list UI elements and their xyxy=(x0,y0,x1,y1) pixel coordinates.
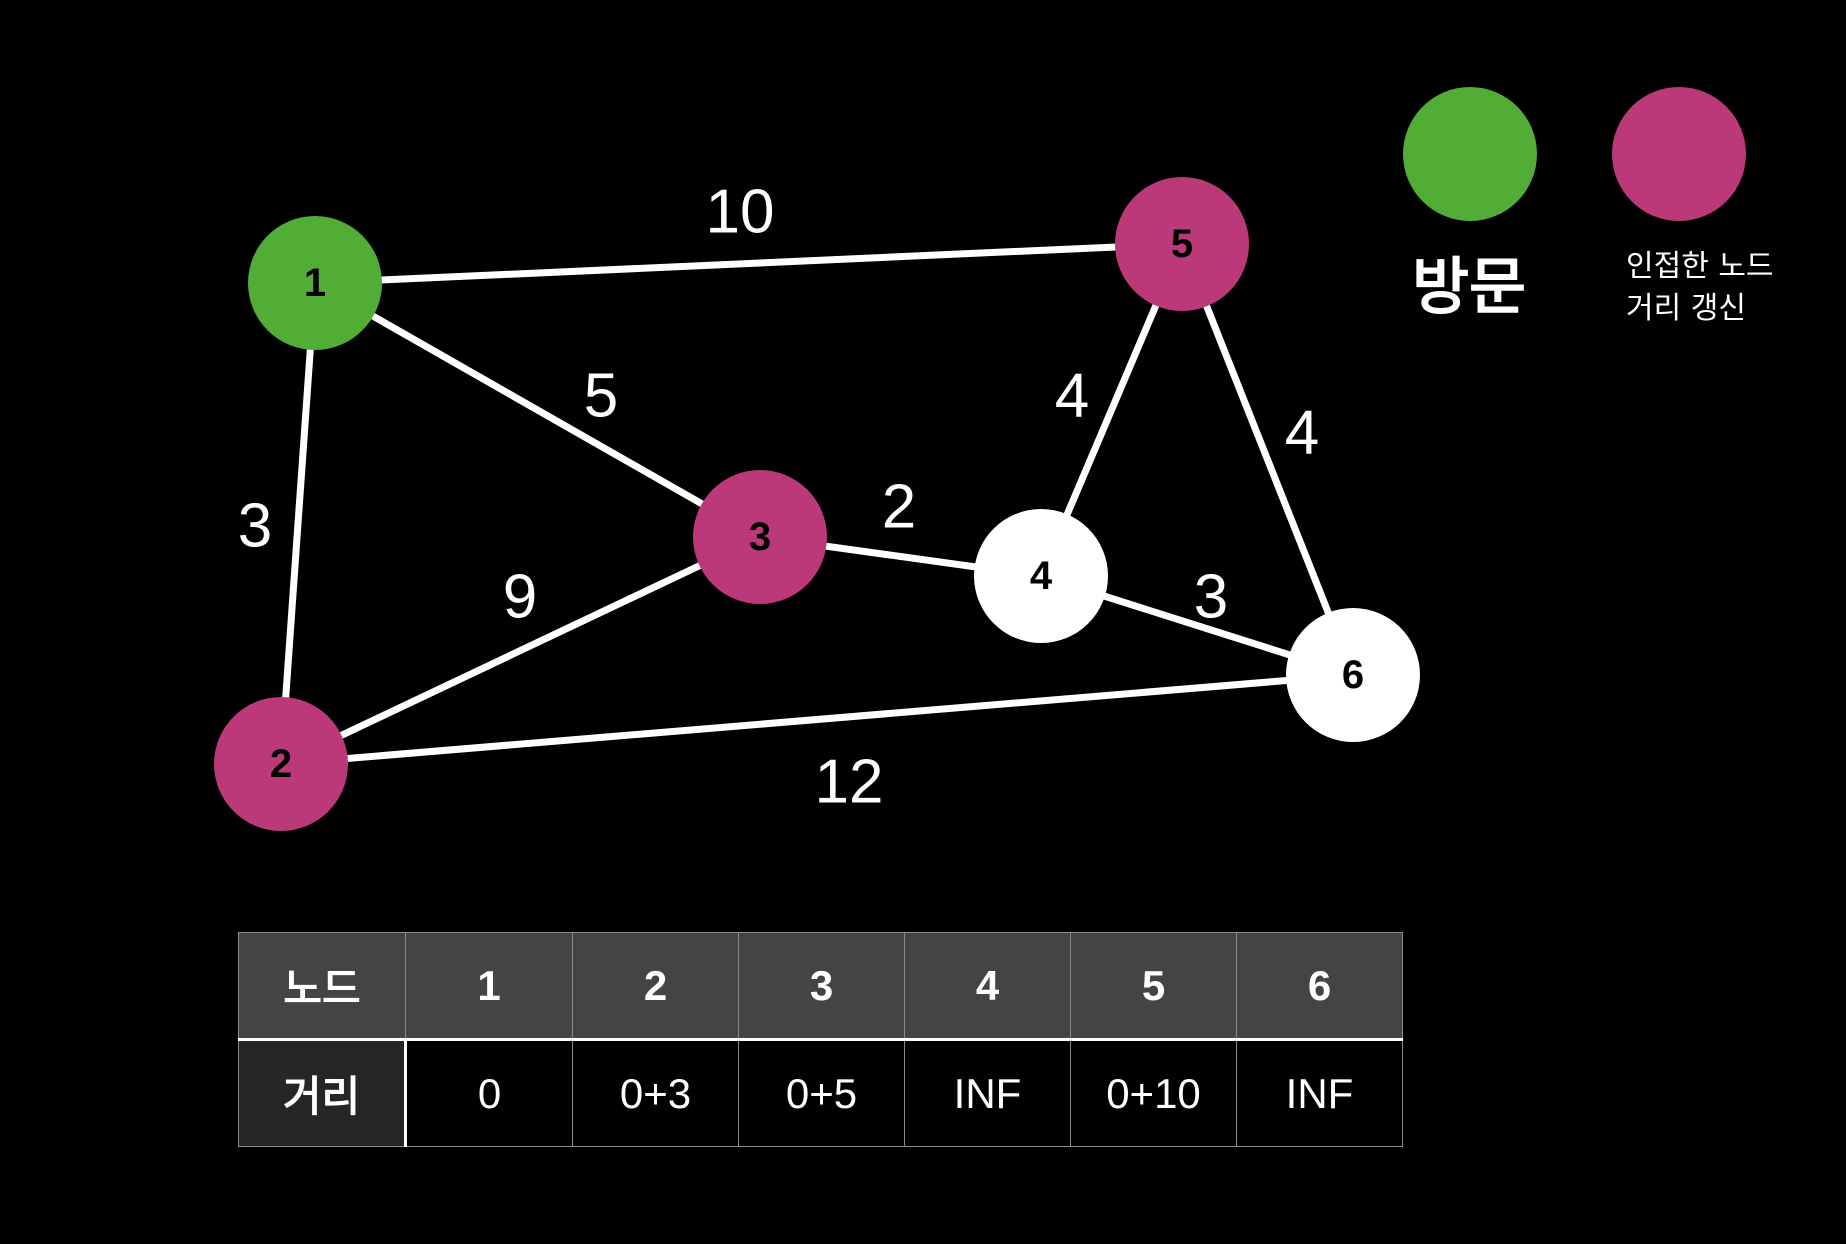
node-circle xyxy=(1286,608,1420,742)
node-4: 4 xyxy=(974,509,1108,643)
edge-weight-1-2: 3 xyxy=(238,492,272,561)
table-node-cell: 6 xyxy=(1236,932,1403,1041)
table-distance-cell: 0+3 xyxy=(572,1039,739,1147)
edge-weight-3-4: 2 xyxy=(882,473,916,542)
node-circle xyxy=(1115,177,1249,311)
edge-2-3 xyxy=(279,533,762,768)
edge-weight-2-3: 9 xyxy=(503,563,537,632)
legend xyxy=(1403,87,1746,221)
edge-1-5 xyxy=(314,240,1183,287)
table-distance-cell: INF xyxy=(904,1039,1071,1147)
edge-2-6 xyxy=(280,671,1354,768)
node-2: 2 xyxy=(214,697,348,831)
node-label: 4 xyxy=(1030,554,1053,598)
node-label: 2 xyxy=(270,742,292,786)
legend-updated-swatch xyxy=(1612,87,1746,221)
node-label: 1 xyxy=(304,261,326,305)
table-node-cell: 3 xyxy=(738,932,905,1041)
table-row-label: 거리 xyxy=(238,1039,407,1147)
edge-weight-2-6: 12 xyxy=(815,748,884,817)
edge-weight-1-5: 10 xyxy=(706,178,775,247)
table-node-cell: 2 xyxy=(572,932,739,1041)
table-node-cell: 4 xyxy=(904,932,1071,1041)
edge-weight-5-6: 4 xyxy=(1285,399,1319,468)
node-circle xyxy=(974,509,1108,643)
legend-updated-label: 인접한 노드 거리 갱신 xyxy=(1626,246,1774,330)
table-distance-cell: 0 xyxy=(405,1039,573,1147)
distance-table: 노드 1 2 3 4 5 6 거리 0 0+3 0+5 INF 0+10 INF xyxy=(238,932,1403,1147)
legend-visited-label: 방문 xyxy=(1412,250,1527,323)
node-5: 5 xyxy=(1115,177,1249,311)
node-circle xyxy=(693,470,827,604)
edge-weight-5-4: 4 xyxy=(1055,362,1089,431)
legend-updated-line-1: 인접한 노드 xyxy=(1626,249,1774,284)
table-distance-cell: 0+10 xyxy=(1070,1039,1237,1147)
table-header-label: 노드 xyxy=(238,932,406,1041)
legend-updated-line-2: 거리 갱신 xyxy=(1626,291,1746,326)
node-label: 6 xyxy=(1342,653,1364,697)
edge-weight-1-3: 5 xyxy=(584,362,618,431)
edge-5-6 xyxy=(1178,242,1357,677)
table-distance-cell: 0+5 xyxy=(738,1039,905,1147)
node-label: 5 xyxy=(1171,222,1193,266)
table-distance-row: 거리 0 0+3 0+5 INF 0+10 INF xyxy=(238,1039,1403,1147)
edge-1-2 xyxy=(277,282,319,765)
legend-visited-swatch xyxy=(1403,87,1537,221)
table-node-cell: 1 xyxy=(405,932,573,1041)
node-circle xyxy=(214,697,348,831)
node-1: 1 xyxy=(248,216,382,350)
node-label: 3 xyxy=(749,515,771,559)
node-3: 3 xyxy=(693,470,827,604)
node-circle xyxy=(248,216,382,350)
table-distance-cell: INF xyxy=(1236,1039,1403,1147)
table-header-row: 노드 1 2 3 4 5 6 xyxy=(238,932,1403,1041)
edge-weight-4-6: 3 xyxy=(1194,563,1228,632)
table-node-cell: 5 xyxy=(1070,932,1237,1041)
edge-1-3 xyxy=(313,279,762,541)
node-6: 6 xyxy=(1286,608,1420,742)
